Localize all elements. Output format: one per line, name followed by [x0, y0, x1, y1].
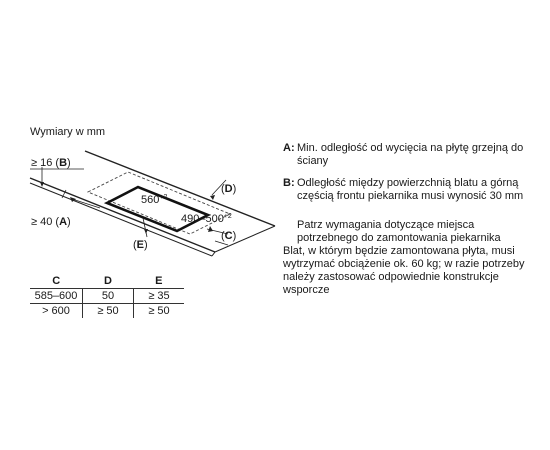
table-cell: 585–600	[30, 288, 83, 304]
countertop-right-edge	[214, 225, 276, 253]
notes-column: A: Min. odległość od wycięcia na płytę g…	[283, 142, 528, 297]
c-letter-label: (C)	[221, 230, 236, 242]
countertop-back-edge	[84, 150, 276, 227]
table-header-row: C D E	[30, 274, 184, 289]
b-dim-arrow	[40, 182, 44, 187]
countertop-front-edge	[29, 177, 216, 253]
hob-outline	[86, 171, 232, 235]
note-b: B: Odległość między powierzchnią blatu a…	[283, 177, 528, 203]
table-header: E	[133, 274, 184, 289]
note-text: Odległość między powierzchnią blatu a gó…	[297, 177, 524, 202]
c-dim-ext	[214, 240, 229, 246]
a-dim-line	[71, 198, 101, 209]
cutout	[103, 185, 212, 233]
table-cell: ≥ 35	[133, 288, 184, 304]
b-dim-label: ≥ 16 (B)	[31, 157, 71, 169]
e-letter-label: (E)	[133, 239, 148, 251]
d-letter-label: (D)	[221, 183, 236, 195]
e-dim-arrow	[144, 229, 148, 234]
width-label: 560+2	[141, 194, 167, 206]
countertop-right-edge-lower	[211, 251, 216, 257]
table-row: > 600 ≥ 50 ≥ 50	[30, 303, 184, 318]
countertop-edge-lower	[29, 182, 213, 257]
a-dim-ext	[61, 189, 67, 199]
e-dim-line	[142, 217, 148, 238]
table-cell: ≥ 50	[82, 303, 134, 318]
note-key: B:	[283, 177, 295, 189]
units-label: Wymiary w mm	[30, 126, 106, 138]
table-header: D	[82, 274, 134, 289]
oven-space-note: Patrz wymagania dotyczące miejsca potrze…	[297, 219, 501, 244]
a-dim-arrow-1	[70, 197, 76, 202]
c-dim-arrow	[208, 226, 213, 232]
d-dim-arrow	[210, 195, 215, 200]
table-header: C	[30, 274, 83, 289]
table-row: 585–600 50 ≥ 35	[30, 288, 184, 304]
table-cell: 50	[82, 288, 134, 304]
d-dim-line	[211, 179, 227, 196]
a-dim-label: ≥ 40 (A)	[31, 216, 71, 228]
table-cell: ≥ 50	[133, 303, 184, 318]
dimensions-table: C D E 585–600 50 ≥ 35 > 600 ≥ 50 ≥ 50	[30, 274, 184, 318]
table-cell: > 600	[42, 305, 70, 317]
note-key: A:	[283, 142, 295, 154]
depth-label: 490–500+2	[181, 213, 232, 225]
load-note: Blat, w którym będzie zamontowana płyta,…	[283, 245, 525, 296]
note-a: A: Min. odległość od wycięcia na płytę g…	[283, 142, 528, 168]
note-text: Min. odległość od wycięcia na płytę grze…	[297, 142, 524, 167]
